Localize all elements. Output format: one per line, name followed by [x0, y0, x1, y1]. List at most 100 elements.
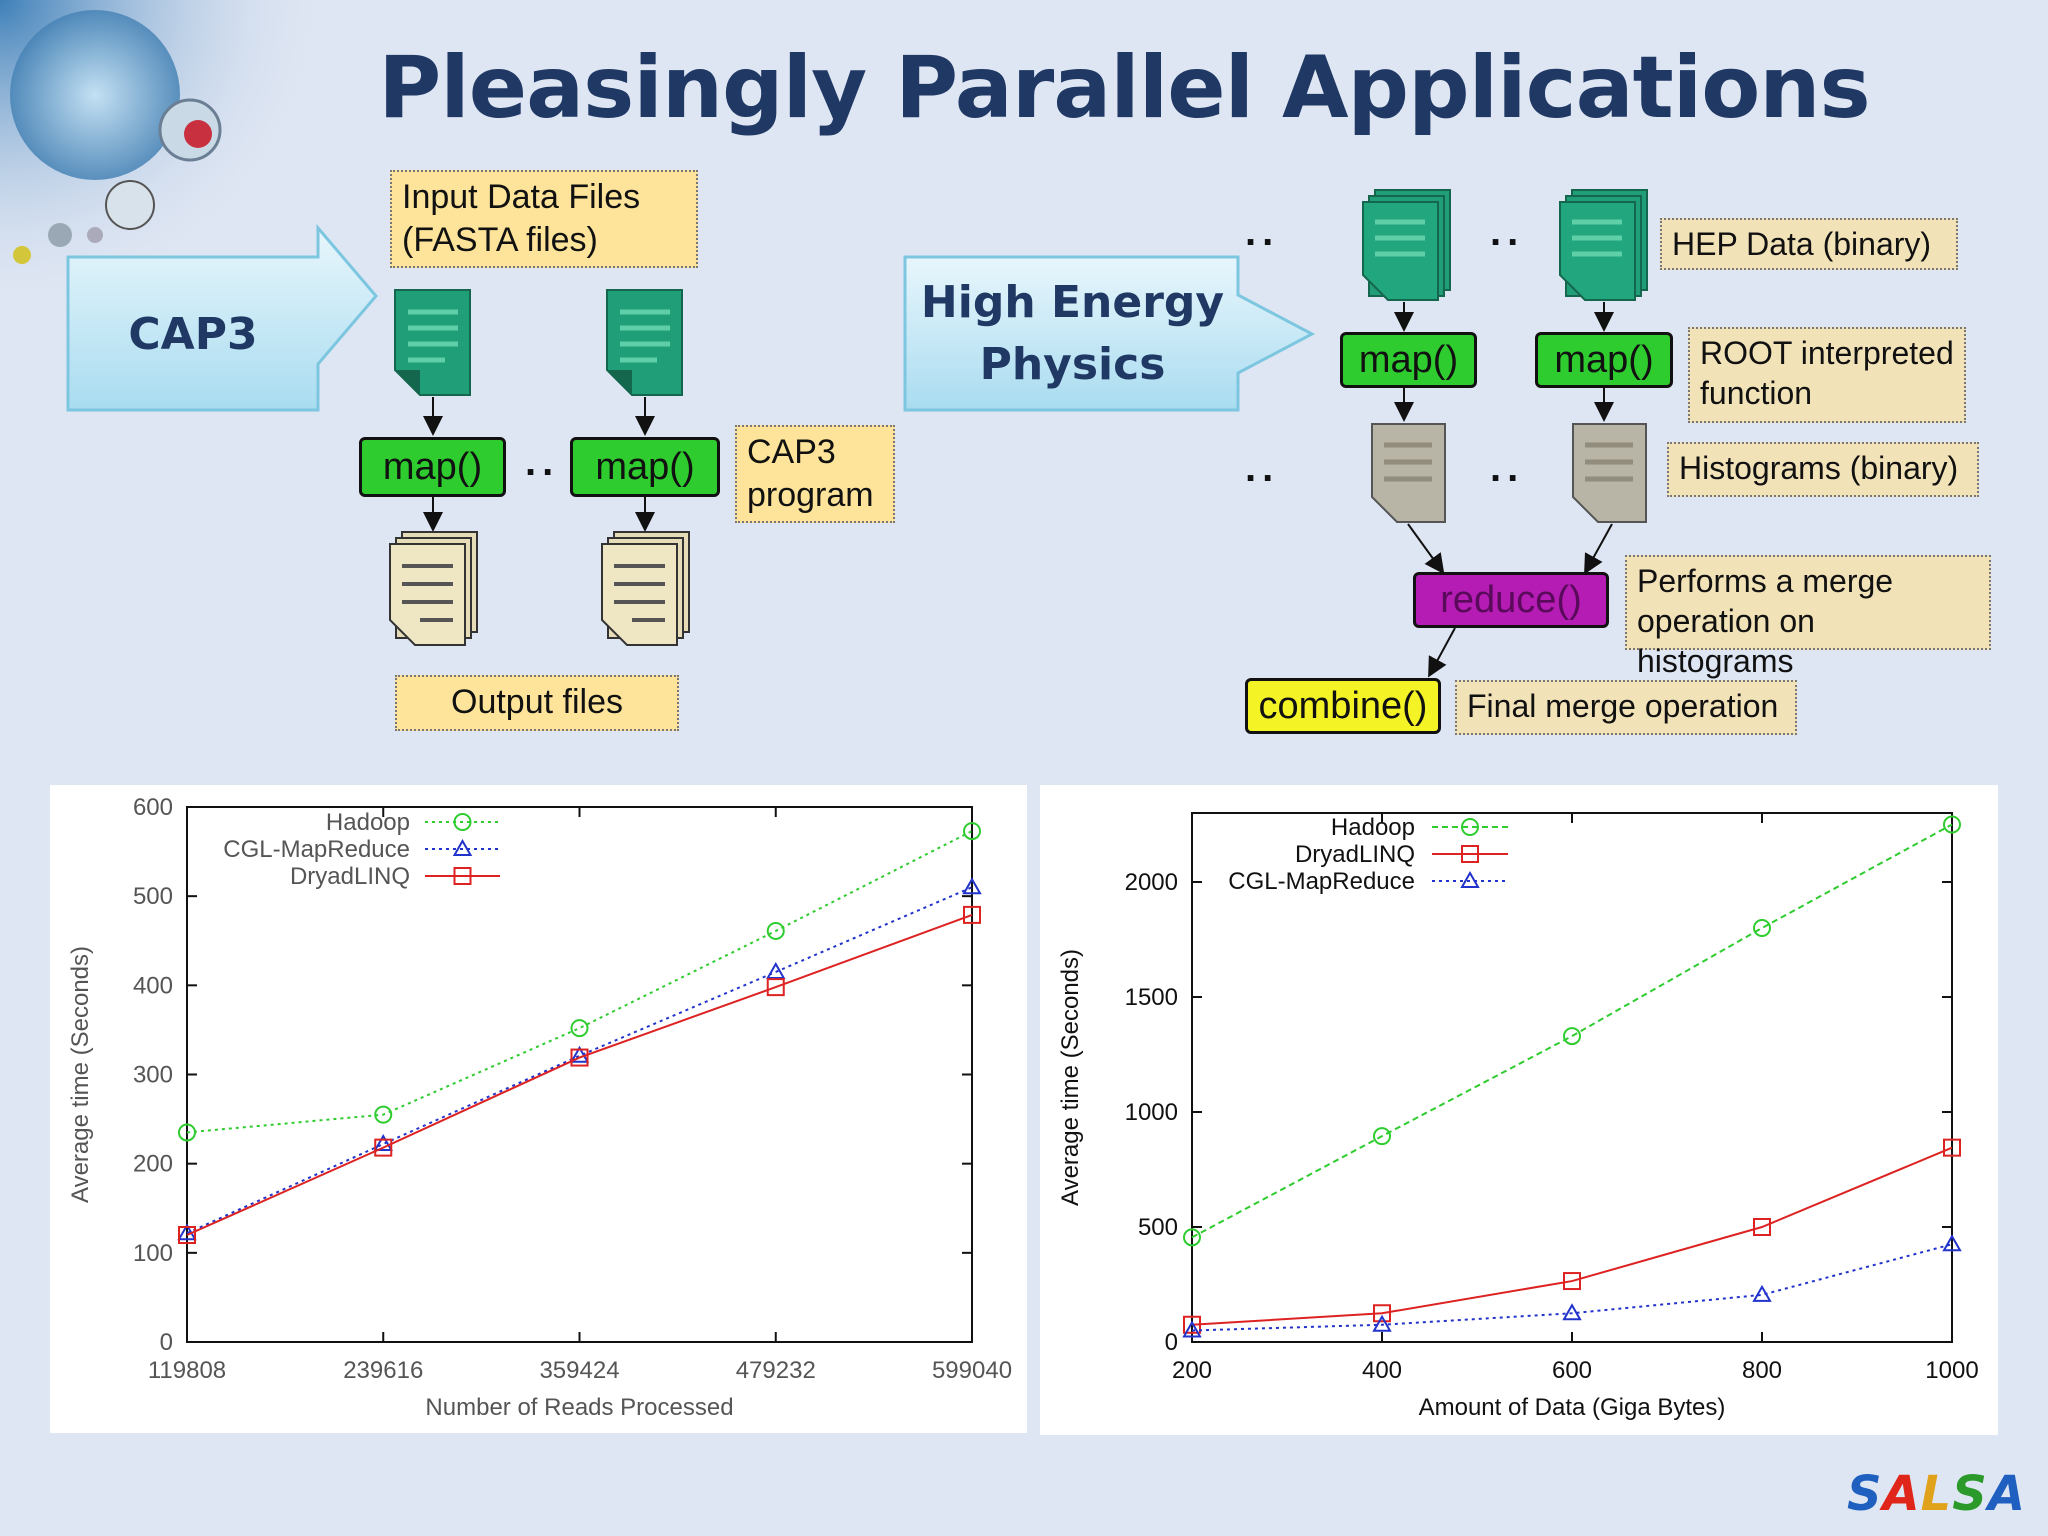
input-data-files-label: Input Data Files (FASTA files) — [390, 170, 698, 268]
y-tick-label: 2000 — [1125, 869, 1178, 896]
x-tick-label: 599040 — [932, 1357, 1012, 1384]
x-tick-label: 400 — [1362, 1357, 1402, 1384]
data-point-circle — [1183, 1228, 1201, 1247]
y-axis-label: Average time (Seconds) — [67, 946, 94, 1203]
x-tick-label: 600 — [1552, 1357, 1592, 1384]
input-file-icon — [394, 289, 471, 396]
y-tick-label: 1500 — [1125, 984, 1178, 1011]
histograms-label: Histograms (binary) — [1667, 442, 1979, 497]
hep-separator-dots: .. — [1245, 210, 1280, 254]
data-point-circle — [374, 1105, 393, 1124]
data-point-circle — [1373, 1127, 1391, 1146]
salsa-logo-letter: A — [1882, 1466, 1921, 1522]
combine-function: combine() — [1245, 678, 1441, 734]
data-point-triangle — [452, 838, 473, 856]
hep-arrow-block — [903, 255, 1316, 412]
x-tick-label: 800 — [1742, 1357, 1782, 1384]
data-point-square — [1563, 1272, 1581, 1291]
y-axis-label: Average time (Seconds) — [1057, 949, 1084, 1206]
data-point-square — [963, 905, 981, 924]
x-tick-label: 479232 — [736, 1357, 816, 1384]
data-point-triangle — [1942, 1234, 1962, 1252]
data-point-triangle — [1562, 1303, 1582, 1321]
input-file-icon — [606, 289, 683, 396]
cap3-program-label: CAP3 program — [735, 425, 895, 523]
x-axis-label: Number of Reads Processed — [425, 1394, 733, 1421]
series-line — [186, 913, 973, 1236]
hep-separator-dots: .. — [1490, 210, 1525, 254]
data-point-circle — [1753, 919, 1771, 937]
x-tick-label: 200 — [1172, 1357, 1212, 1384]
output-file-icon — [389, 531, 478, 646]
x-tick-label: 1000 — [1925, 1357, 1978, 1384]
hep-block-label: High Energy Physics — [920, 277, 1225, 390]
data-point-circle — [1461, 818, 1479, 836]
output-file-icon — [601, 531, 690, 646]
data-point-triangle — [1752, 1284, 1772, 1302]
data-point-square — [178, 1226, 196, 1244]
salsa-logo-letter: L — [1920, 1466, 1953, 1522]
reduce-function: reduce() — [1413, 572, 1609, 628]
salsa-logo: SALSA — [1847, 1466, 2026, 1522]
y-tick-label: 300 — [133, 1062, 173, 1089]
data-point-triangle — [1460, 870, 1480, 888]
legend-label: DryadLINQ — [290, 863, 410, 890]
y-tick-label: 400 — [133, 972, 173, 999]
data-point-square — [1183, 1315, 1201, 1334]
data-point-circle — [963, 822, 981, 841]
salsa-logo-letter: A — [1987, 1466, 2026, 1522]
y-tick-label: 0 — [160, 1329, 173, 1356]
data-point-square — [1373, 1304, 1391, 1323]
histogram-file-icon — [1371, 423, 1446, 523]
cap3-arrow-block — [66, 223, 378, 412]
data-point-circle — [766, 921, 785, 940]
merge-operation-label: Performs a merge operation on histograms — [1625, 555, 1991, 679]
series-line — [1191, 823, 1953, 1239]
hep-data-file-icon — [1559, 189, 1648, 301]
series-line — [1191, 1243, 1953, 1332]
data-point-square — [1943, 1138, 1961, 1157]
final-merge-label: Final merge operation — [1455, 680, 1797, 735]
legend-label: Hadoop — [1331, 814, 1415, 841]
data-point-square — [374, 1138, 393, 1157]
cap3-map-function-1: map() — [359, 437, 506, 497]
cap3-diagram-shapes — [66, 189, 1648, 678]
output-files-label: Output files — [395, 675, 679, 731]
y-tick-label: 1000 — [1125, 1099, 1178, 1126]
data-point-square — [766, 978, 785, 997]
data-point-triangle — [569, 1045, 590, 1063]
series-dryadlinq — [178, 905, 981, 1244]
hep-map-function-1: map() — [1340, 332, 1477, 388]
data-point-triangle — [962, 877, 982, 895]
series-dryadlinq — [1183, 1138, 1961, 1334]
data-point-circle — [570, 1019, 589, 1038]
series-hadoop — [1183, 815, 1961, 1247]
data-point-square — [1461, 845, 1479, 863]
x-tick-label: 119808 — [148, 1357, 226, 1384]
data-point-triangle — [766, 961, 786, 979]
y-tick-label: 0 — [1165, 1329, 1178, 1356]
data-point-triangle — [373, 1134, 393, 1152]
histogram-file-icon — [1572, 423, 1647, 523]
data-point-square — [570, 1048, 589, 1067]
cap3-block-label: CAP3 — [128, 308, 258, 360]
data-point-circle — [178, 1123, 196, 1142]
data-point-square — [1753, 1218, 1771, 1236]
series-cgl-mapreduce — [1182, 1234, 1962, 1338]
data-point-triangle — [1372, 1314, 1392, 1332]
data-point-triangle — [1182, 1320, 1202, 1338]
legend-label: CGL-MapReduce — [223, 836, 410, 863]
legend-label: CGL-MapReduce — [1228, 868, 1415, 895]
cap3-map-function-2: map() — [570, 437, 720, 497]
y-tick-label: 500 — [133, 883, 173, 910]
data-point-circle — [453, 813, 472, 831]
hep-map-function-2: map() — [1535, 332, 1673, 388]
y-tick-label: 100 — [133, 1240, 173, 1267]
hep-data-label: HEP Data (binary) — [1660, 218, 1958, 270]
legend-label: DryadLINQ — [1295, 841, 1415, 868]
salsa-logo-letter: S — [1846, 1466, 1883, 1522]
data-point-circle — [1943, 815, 1961, 834]
